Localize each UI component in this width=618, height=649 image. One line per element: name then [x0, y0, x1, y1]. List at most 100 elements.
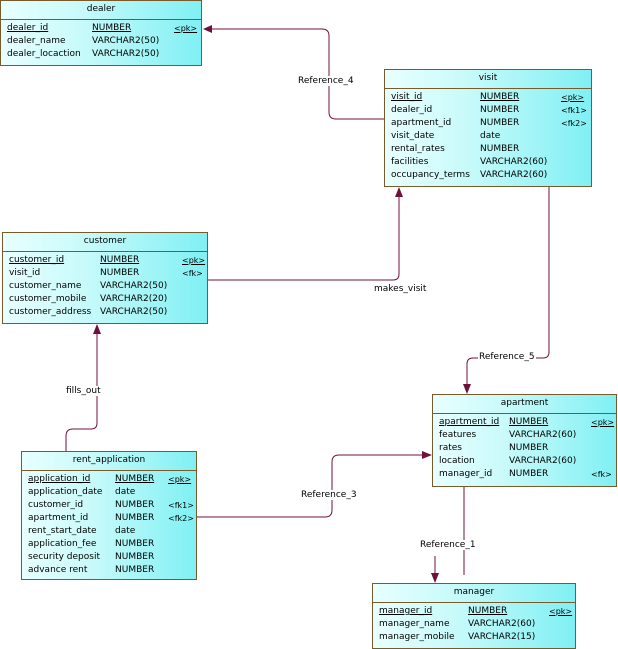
column-type: date [115, 526, 136, 536]
column-name: rates [439, 443, 462, 453]
reference-3-line[interactable] [196, 454, 424, 518]
column-key: <pk> [182, 256, 206, 265]
column-row[interactable]: customer_id NUMBER <pk> [6, 254, 206, 267]
column-type: VARCHAR2(60) [468, 619, 536, 629]
table-title: rent_application [22, 452, 196, 471]
column-row[interactable]: advance rent NUMBER [25, 564, 193, 577]
column-row[interactable]: application_date date [25, 486, 193, 499]
column-type: VARCHAR2(60) [480, 170, 548, 180]
column-name: visit_date [391, 131, 435, 141]
column-row[interactable]: rates NUMBER [436, 442, 613, 455]
column-name: manager_id [379, 606, 433, 616]
column-row[interactable]: dealer_id NUMBER <pk> [4, 22, 198, 35]
column-row[interactable]: visit_date date [388, 130, 588, 143]
column-name: manager_name [379, 619, 450, 629]
column-name: apartment_id [391, 118, 452, 128]
column-type: VARCHAR2(15) [468, 632, 536, 642]
reference-4-line[interactable] [210, 28, 385, 120]
column-type: NUMBER [115, 513, 155, 523]
makes-visit-label[interactable]: makes_visit [373, 284, 428, 294]
column-key: <fk2> [561, 119, 587, 128]
column-type: NUMBER [115, 474, 155, 484]
column-type: VARCHAR2(50) [100, 281, 168, 291]
column-name: advance rent [28, 565, 88, 575]
column-type: date [115, 487, 136, 497]
reference-1-label[interactable]: Reference_1 [419, 540, 477, 550]
column-name: visit_id [391, 92, 423, 102]
column-name: application_fee [28, 539, 97, 549]
column-key: <pk> [591, 418, 615, 427]
reference-3-label[interactable]: Reference_3 [300, 490, 358, 500]
column-name: customer_address [9, 307, 92, 317]
fills-out-label[interactable]: fills_out [65, 386, 102, 396]
column-type: VARCHAR2(50) [92, 49, 160, 59]
reference-4-arrow [203, 25, 212, 33]
column-type: VARCHAR2(60) [480, 157, 548, 167]
column-name: customer_id [9, 255, 65, 265]
column-key: <fk1> [168, 501, 194, 510]
fills-out-line[interactable] [65, 332, 98, 451]
reference-5-label[interactable]: Reference_5 [478, 352, 536, 362]
column-name: dealer_id [7, 23, 49, 33]
column-type: NUMBER [92, 23, 132, 33]
column-name: application_id [28, 474, 91, 484]
column-name: application_date [28, 487, 103, 497]
makes-visit-line[interactable] [207, 194, 400, 281]
column-key: <fk1> [561, 106, 587, 115]
column-name: rent_start_date [28, 526, 97, 536]
column-row[interactable]: rent_start_date date [25, 525, 193, 538]
column-type: VARCHAR2(20) [100, 294, 168, 304]
column-type: NUMBER [100, 255, 140, 265]
column-type: NUMBER [115, 500, 155, 510]
table-title: customer [3, 233, 207, 252]
column-key: <fk> [182, 269, 203, 278]
column-key: <pk> [168, 475, 192, 484]
column-type: NUMBER [480, 92, 520, 102]
column-row[interactable]: manager_name VARCHAR2(60) [376, 618, 572, 631]
column-type: NUMBER [115, 552, 155, 562]
column-type: NUMBER [115, 565, 155, 575]
column-row[interactable]: customer_name VARCHAR2(50) [6, 280, 204, 293]
column-type: VARCHAR2(50) [92, 36, 160, 46]
reference-5-arrow [463, 384, 471, 394]
column-type: date [480, 131, 501, 141]
column-name: location [439, 456, 475, 466]
table-title: manager [373, 584, 575, 603]
column-type: NUMBER [509, 443, 549, 453]
column-key: <pk> [174, 24, 198, 33]
column-name: customer_name [9, 281, 82, 291]
reference-4-label[interactable]: Reference_4 [297, 76, 355, 86]
column-key: <fk> [591, 470, 612, 479]
column-row[interactable]: application_id NUMBER <pk> [25, 473, 193, 486]
